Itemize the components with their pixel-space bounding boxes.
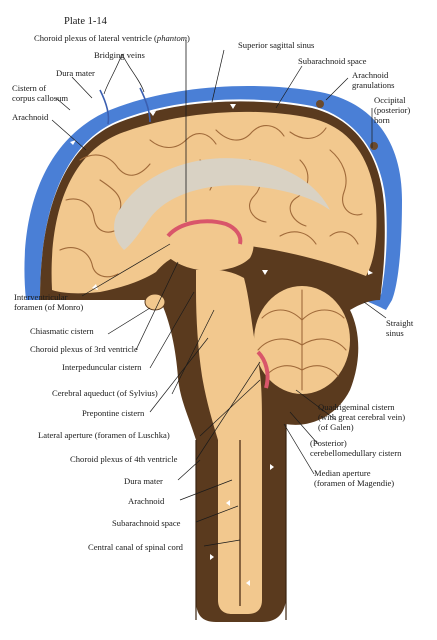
label-bridging-veins: Bridging veins [94,50,146,60]
label-quadrigeminal-2: (with great cerebral vein) [318,412,405,422]
label-aqueduct: Cerebral aqueduct (of Sylvius) [52,388,158,398]
label-quadrigeminal-3: (of Galen) [318,422,354,432]
corpus-callosum [114,158,330,250]
pituitary [144,293,166,311]
label-magendie-2: (foramen of Magendie) [314,478,394,488]
label-dura-bottom: Dura mater [124,476,163,486]
label-cerebellomedullary-2: cerebellomedullary cistern [310,448,402,458]
label-choroid-lateral: Choroid plexus of lateral ventricle (pha… [34,33,190,43]
label-cistern-cc-2: corpus callosum [12,93,68,103]
label-choroid-4th: Choroid plexus of 4th ventricle [70,454,178,464]
label-prepontine: Prepontine cistern [82,408,145,418]
leader-lines [51,49,387,547]
label-arachnoid-granulations-1: Arachnoid [352,70,389,80]
anatomy [24,40,402,622]
label-arachnoid-granulations-2: granulations [352,80,395,90]
label-interventricular-2: foramen (of Monro) [14,302,83,312]
label-subarachnoid-top: Subarachnoid space [298,56,367,66]
label-dura-top: Dura mater [56,68,95,78]
brainstem-spinal-cord [196,269,262,614]
label-arachnoid-bottom: Arachnoid [128,496,165,506]
label-subarachnoid-bottom: Subarachnoid space [112,518,181,528]
label-choroid-3rd: Choroid plexus of 3rd ventricle [30,344,138,354]
label-quadrigeminal-1: Quadrigeminal cistern [318,402,395,412]
label-interpeduncular: Interpeduncular cistern [62,362,142,372]
label-straight-sinus-1: Straight [386,318,414,328]
plate-title: Plate 1-14 [64,16,108,27]
labels: Choroid plexus of lateral ventricle (pha… [12,33,414,552]
choroid-plexus-4th [256,350,270,389]
choroid-plexus-3rd [166,219,243,245]
label-chiasmatic: Chiasmatic cistern [30,326,94,336]
label-occipital-3: horn [374,115,390,125]
label-lateral-aperture: Lateral aperture (foramen of Luschka) [38,430,170,440]
label-straight-sinus-2: sinus [386,328,404,338]
label-interventricular-1: Interventricular [14,292,68,302]
spinal-dura [195,424,287,620]
label-superior-sagittal-sinus: Superior sagittal sinus [238,40,315,50]
bridging-veins [99,87,151,125]
label-cistern-cc-1: Cistern of [12,83,46,93]
label-central-canal: Central canal of spinal cord [88,542,184,552]
cerebrum [51,111,377,294]
label-cerebellomedullary-1: (Posterior) [310,438,347,448]
label-magendie-1: Median aperture [314,468,371,478]
label-arachnoid-top: Arachnoid [12,112,49,122]
label-occipital-1: Occipital [374,95,406,105]
flow-arrows [70,104,373,586]
label-occipital-2: (posterior) [374,105,410,115]
